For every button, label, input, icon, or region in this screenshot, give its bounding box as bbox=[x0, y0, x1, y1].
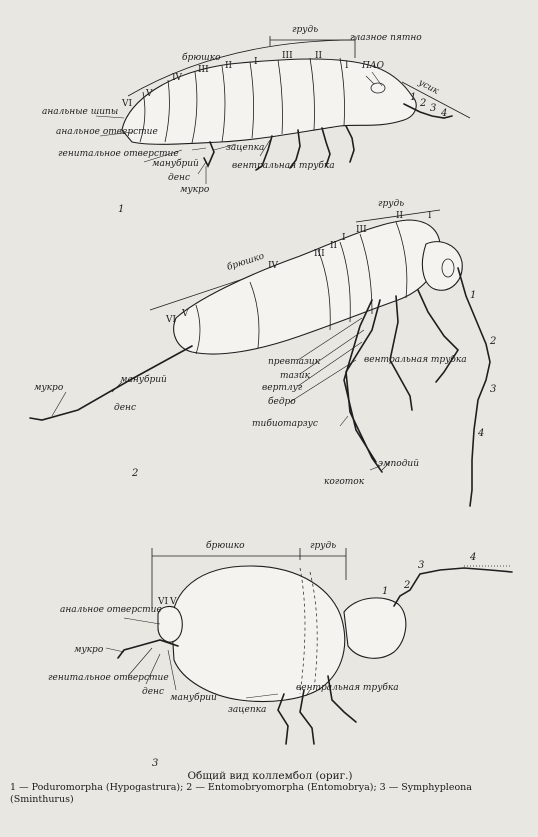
fig3-abdomen-label: брюшко bbox=[206, 540, 245, 551]
fig1-antenna-label: усик bbox=[416, 77, 441, 97]
fig2-dens-label: денс bbox=[114, 403, 136, 413]
svg-text:1: 1 bbox=[410, 92, 416, 103]
fig1-pao-label: ПАО bbox=[361, 61, 385, 71]
svg-text:2: 2 bbox=[419, 98, 426, 109]
fig2-body bbox=[173, 219, 441, 355]
figure-caption: Общий вид коллембол (ориг.) 1 — Poduromo… bbox=[10, 770, 530, 806]
fig1-antenna bbox=[403, 103, 453, 119]
fig3-genital-opening-label: генитальное отверстие bbox=[48, 673, 169, 683]
svg-text:VI: VI bbox=[157, 597, 168, 607]
svg-text:V: V bbox=[169, 597, 177, 607]
fig2-coxa-label: тазик bbox=[280, 371, 311, 381]
fig1-manubrium-label: манубрий bbox=[152, 158, 199, 169]
fig1-eye-spot-icon bbox=[370, 82, 386, 94]
fig3-thorax-label: грудь bbox=[310, 541, 336, 551]
svg-text:4: 4 bbox=[469, 552, 476, 563]
svg-text:1: 1 bbox=[382, 586, 388, 597]
svg-text:V: V bbox=[145, 89, 153, 99]
figure-1: брюшко грудь VI V IV III II I III II I bbox=[42, 25, 471, 215]
fig3-anal-opening-label: анальное отверстие bbox=[60, 605, 162, 615]
fig2-number: 2 bbox=[131, 468, 138, 479]
svg-text:II: II bbox=[396, 211, 404, 221]
fig2-femur-label: бедро bbox=[268, 396, 296, 407]
svg-text:1: 1 bbox=[470, 290, 476, 301]
figure-2: брюшко грудь VI V IV III II I III II I bbox=[29, 199, 496, 507]
fig1-retinaculum-label: зацепка bbox=[226, 143, 264, 153]
fig2-empodium-label: эмподий bbox=[378, 459, 419, 469]
fig1-abdomen-bracket bbox=[127, 39, 356, 97]
svg-text:3: 3 bbox=[490, 384, 496, 395]
svg-text:III: III bbox=[282, 51, 293, 61]
svg-text:III: III bbox=[198, 65, 209, 75]
fig3-furca bbox=[117, 639, 179, 659]
svg-text:I: I bbox=[428, 211, 432, 221]
svg-text:VI: VI bbox=[165, 315, 176, 325]
fig1-number: 1 bbox=[118, 204, 124, 215]
fig1-mucro-label: мукро bbox=[180, 185, 210, 195]
svg-text:II: II bbox=[225, 61, 233, 71]
fig1-anal-opening-label: анальное отверстие bbox=[56, 127, 158, 137]
svg-text:II: II bbox=[315, 51, 323, 61]
fig2-thorax-bracket bbox=[355, 209, 441, 223]
fig3-antenna bbox=[393, 567, 513, 607]
fig2-abdomen-label: брюшко bbox=[226, 250, 267, 273]
fig1-thorax-label: грудь bbox=[292, 25, 318, 35]
caption-legend: 1 — Poduromorpha (Hypogastrura); 2 — Ent… bbox=[10, 782, 472, 805]
svg-text:IV: IV bbox=[172, 73, 183, 83]
svg-text:II: II bbox=[330, 241, 338, 251]
fig2-tibiotarsus-label: тибиотарзус bbox=[252, 418, 318, 429]
fig1-body bbox=[121, 58, 417, 145]
fig2-precoxa-label: превтазик bbox=[268, 357, 321, 367]
svg-text:III: III bbox=[314, 249, 325, 259]
caption-title: Общий вид коллембол (ориг.) bbox=[187, 770, 353, 782]
fig3-ventral-tube-label: вентральная трубка bbox=[296, 682, 399, 693]
fig3-mucro-label: мукро bbox=[74, 645, 104, 655]
svg-text:3: 3 bbox=[430, 103, 436, 114]
svg-text:3: 3 bbox=[418, 560, 424, 571]
fig2-eye-icon bbox=[441, 258, 455, 278]
fig3-dens-label: денс bbox=[142, 687, 164, 697]
fig1-genital-opening-label: генитальное отверстие bbox=[58, 149, 179, 159]
svg-text:4: 4 bbox=[440, 108, 447, 119]
svg-text:2: 2 bbox=[489, 336, 496, 347]
svg-text:VI: VI bbox=[121, 99, 132, 109]
fig3-retinaculum-label: зацепка bbox=[228, 705, 266, 715]
fig2-mucro-label: мукро bbox=[34, 383, 64, 393]
svg-text:IV: IV bbox=[268, 261, 279, 271]
svg-text:III: III bbox=[356, 225, 367, 235]
svg-text:I: I bbox=[254, 57, 258, 67]
fig2-ventral-tube-label: вентральная трубка bbox=[364, 354, 467, 365]
fig1-dens-label: денс bbox=[168, 173, 190, 183]
figure-3: брюшко грудь VI V 1 2 3 4 bbox=[48, 540, 513, 769]
fig2-thorax-label: грудь bbox=[378, 199, 404, 209]
collembola-diagram: брюшко грудь VI V IV III II I III II I bbox=[29, 25, 513, 769]
fig1-eye-spot-label: глазное пятно bbox=[350, 33, 422, 43]
fig2-claw-label: коготок bbox=[324, 477, 365, 487]
fig3-head bbox=[343, 597, 407, 659]
svg-text:4: 4 bbox=[477, 428, 484, 439]
fig3-body bbox=[171, 565, 346, 703]
fig1-ventral-tube-label: вентральная трубка bbox=[232, 160, 335, 171]
fig2-furca bbox=[29, 345, 193, 421]
svg-text:V: V bbox=[181, 309, 189, 319]
svg-text:I: I bbox=[345, 61, 349, 71]
fig2-antenna bbox=[457, 267, 491, 507]
fig1-anal-spines-label: анальные шипы bbox=[42, 107, 118, 117]
fig3-number: 3 bbox=[152, 758, 158, 769]
fig3-manubrium-label: манубрий bbox=[170, 692, 217, 703]
fig2-manubrium-label: манубрий bbox=[120, 374, 167, 385]
svg-text:I: I bbox=[342, 233, 346, 243]
fig1-abdomen-label: брюшко bbox=[182, 52, 221, 63]
fig2-trochanter-label: вертлуг bbox=[262, 383, 303, 393]
svg-text:2: 2 bbox=[403, 580, 410, 591]
fig3-anal-papilla bbox=[157, 605, 183, 643]
